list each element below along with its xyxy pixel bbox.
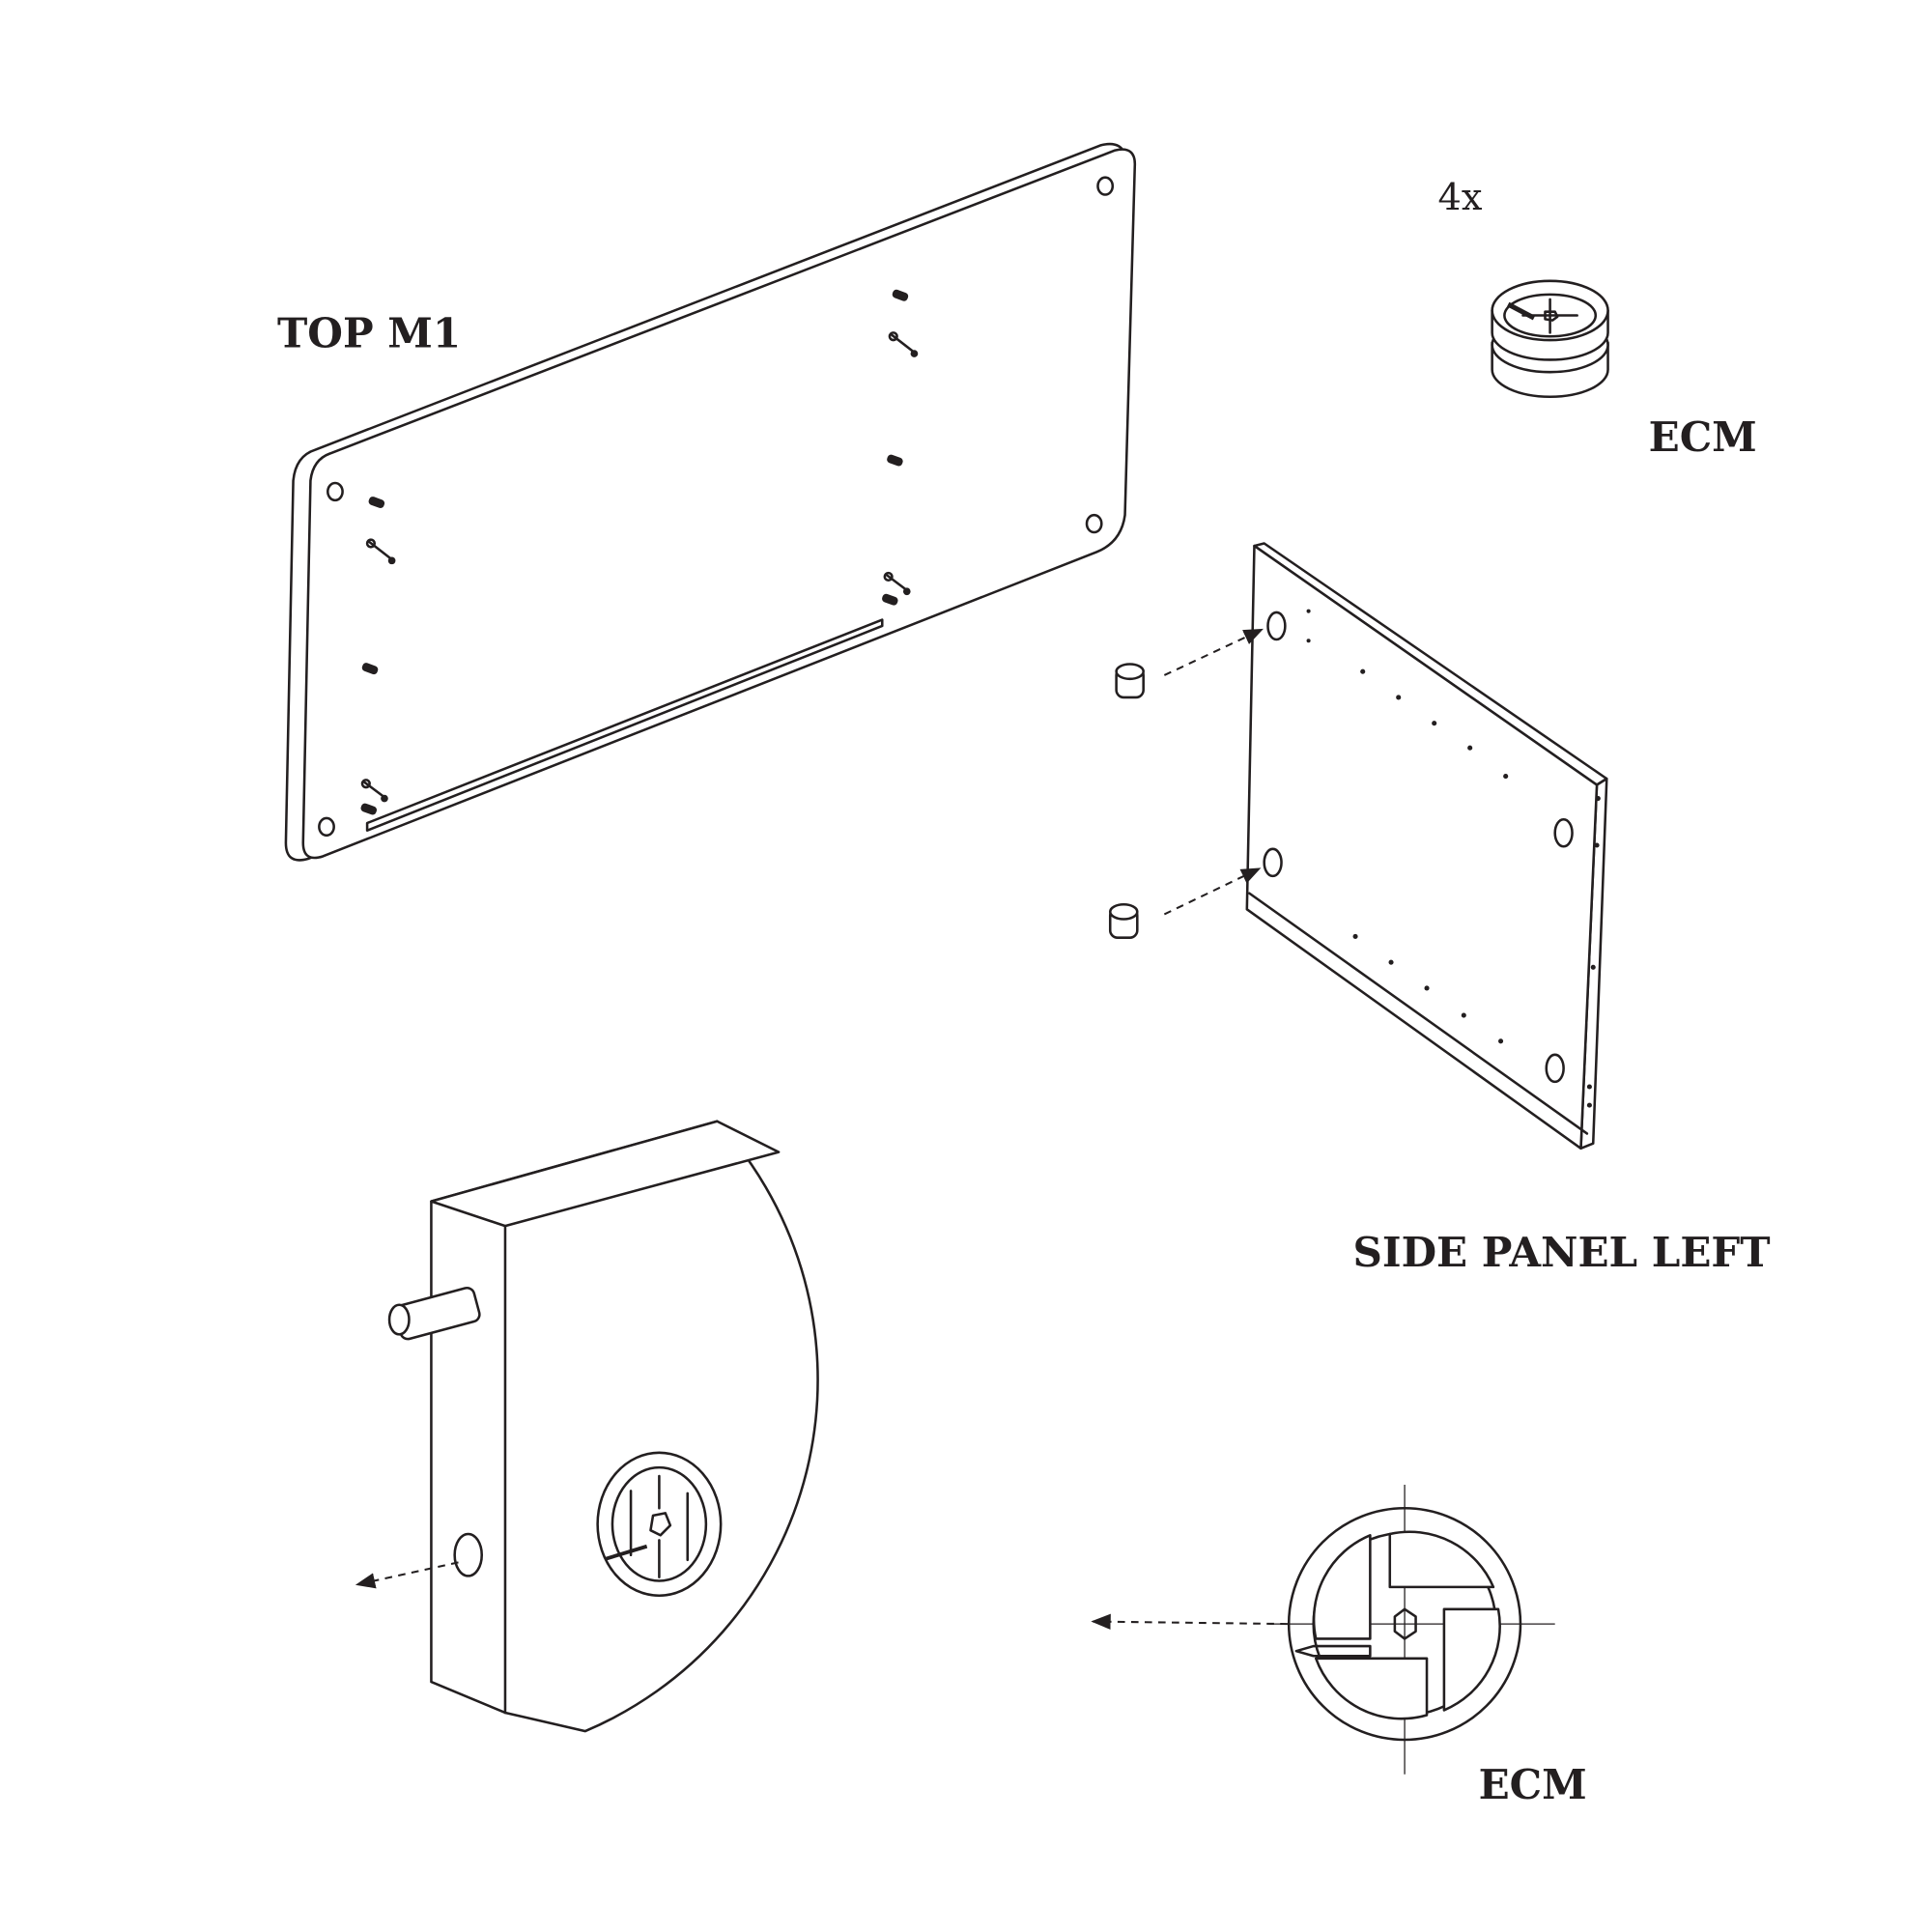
top-panel-label: TOP M1 — [277, 309, 461, 357]
ecm-insert-bottom — [1108, 867, 1262, 939]
ecm-top-view-label: ECM — [1479, 1760, 1587, 1808]
ecm-top-view — [1091, 1484, 1555, 1775]
panel-groove — [365, 618, 884, 832]
ecm-cam-lock-icon — [1491, 279, 1609, 398]
ecm-part-label: ECM — [1649, 412, 1757, 461]
quantity-label: 4x — [1438, 176, 1483, 219]
detail-view-panel-edge — [355, 1120, 819, 1733]
shelf-pin-holes — [1306, 609, 1601, 1108]
panel-corner-holes — [318, 176, 1115, 838]
cam-bolts — [360, 331, 919, 803]
dowels — [360, 289, 909, 815]
side-panel-left — [1245, 542, 1608, 1151]
ecm-installed-icon — [596, 1451, 723, 1598]
ecm-insert-top — [1115, 628, 1264, 699]
top-panel-m1 — [284, 142, 1137, 862]
side-panel-holes — [1263, 611, 1574, 1084]
side-panel-label: SIDE PANEL LEFT — [1353, 1228, 1771, 1276]
dowel-icon — [387, 1286, 481, 1341]
